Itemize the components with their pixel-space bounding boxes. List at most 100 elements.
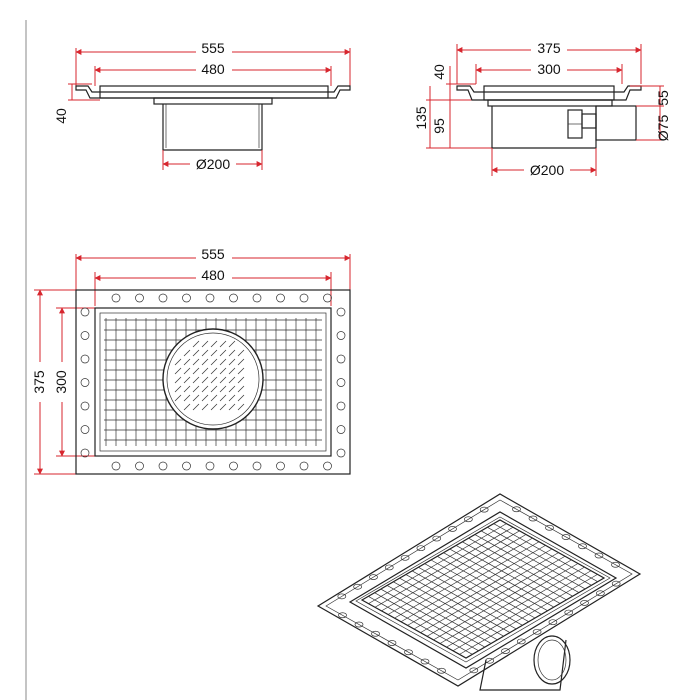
bolt-hole xyxy=(594,552,604,559)
grate-bar xyxy=(426,555,566,637)
bolt-hole xyxy=(299,293,309,303)
side-dim-pipe xyxy=(630,85,664,141)
strainer-slot xyxy=(174,376,182,384)
side-outlet-body xyxy=(491,106,597,149)
bolt-hole xyxy=(501,648,510,654)
grate-bar xyxy=(381,530,520,612)
bolt-hole xyxy=(336,307,346,317)
side-body-height-label: 95 xyxy=(431,118,447,134)
strainer-slot xyxy=(192,367,200,375)
strainer-slot xyxy=(201,403,209,411)
strainer-slot xyxy=(192,403,200,411)
side-view: 375 300 40 135 95 xyxy=(413,40,671,178)
bolt-hole xyxy=(548,619,558,626)
strainer-slot xyxy=(228,403,236,411)
side-outlet-height-label: 55 xyxy=(655,90,671,106)
front-inner-width-label: 480 xyxy=(201,61,225,77)
front-collar xyxy=(153,97,273,105)
strainer-slot xyxy=(237,385,245,393)
strainer-slot xyxy=(192,358,200,366)
strainer-slot xyxy=(183,376,191,384)
strainer-slot xyxy=(210,349,218,357)
bolt-hole xyxy=(252,293,262,303)
strainer-slot xyxy=(183,367,191,375)
strainer-slot xyxy=(183,349,191,357)
bolt-hole xyxy=(111,461,121,471)
bolt-hole xyxy=(80,448,90,458)
bolt-hole xyxy=(80,425,90,434)
bolt-hole xyxy=(369,574,378,580)
bolt-hole xyxy=(336,425,346,434)
strainer-slot xyxy=(210,376,218,384)
grate-bar xyxy=(400,541,540,623)
strainer-slot xyxy=(219,340,227,348)
side-flange-height-label: 40 xyxy=(431,64,447,80)
strainer-slot xyxy=(210,367,218,375)
bolt-hole xyxy=(158,293,168,303)
strainer-slot xyxy=(237,367,245,375)
strainer-slot xyxy=(201,340,209,348)
plan-bolt-holes xyxy=(80,293,346,471)
bolt-hole xyxy=(111,293,121,303)
strainer-slot xyxy=(201,358,209,366)
isometric-view xyxy=(316,493,642,691)
bolt-hole xyxy=(384,564,394,571)
strainer-slot xyxy=(192,376,200,384)
strainer-slot xyxy=(228,349,236,357)
grate-bar xyxy=(374,526,514,608)
bolt-hole xyxy=(596,590,605,597)
bolt-hole xyxy=(276,461,285,471)
strainer-slot xyxy=(174,385,182,393)
strainer-slot xyxy=(192,385,200,393)
strainer-slot xyxy=(219,358,227,366)
grate-bar xyxy=(446,566,585,648)
iso-grate xyxy=(360,519,606,659)
bolt-hole xyxy=(323,461,332,471)
strainer-slot xyxy=(174,358,182,366)
bolt-hole xyxy=(416,545,426,552)
front-flange-outline xyxy=(75,85,351,99)
strainer-slot xyxy=(210,385,218,393)
strainer-slot xyxy=(183,394,191,402)
side-pipe xyxy=(595,105,637,141)
side-inner-width-label: 300 xyxy=(537,61,561,77)
grate-bar xyxy=(368,523,507,604)
strainer-slot xyxy=(219,394,227,402)
iso-bolt-holes xyxy=(337,506,621,674)
side-dim-flange xyxy=(446,66,476,100)
bolt-hole xyxy=(337,593,347,600)
strainer-slot xyxy=(237,376,245,384)
side-grate xyxy=(483,85,615,101)
strainer-slot xyxy=(219,385,227,393)
grate-bar xyxy=(439,563,579,644)
bolt-hole xyxy=(80,378,90,387)
grate-bar xyxy=(433,559,572,641)
strainer-slot xyxy=(201,349,209,357)
bolt-hole xyxy=(564,609,574,616)
plan-frame-inner xyxy=(99,312,327,452)
bolt-hole xyxy=(80,354,90,364)
grate-bar xyxy=(413,548,553,630)
bolt-hole xyxy=(80,401,90,411)
plan-overall-depth-label: 375 xyxy=(31,370,47,394)
bolt-hole xyxy=(336,448,346,458)
side-collar xyxy=(487,99,613,107)
strainer-slot xyxy=(219,367,227,375)
bolt-hole xyxy=(135,293,144,303)
strainer-slot xyxy=(219,403,227,411)
bolt-hole xyxy=(400,554,410,561)
bolt-hole xyxy=(469,667,479,674)
strainer-slot xyxy=(237,349,245,357)
strainer-slot xyxy=(210,403,218,411)
front-flange-height-label: 40 xyxy=(53,108,69,124)
bolt-hole xyxy=(611,580,621,587)
strainer-slot xyxy=(183,385,191,393)
strainer-slot xyxy=(201,376,209,384)
strainer-slot xyxy=(192,340,200,348)
front-view: 555 480 40 Ø200 xyxy=(53,40,351,172)
bolt-hole xyxy=(336,331,346,340)
strainer-slot xyxy=(228,385,236,393)
strainer-slot xyxy=(228,376,236,384)
bolt-hole xyxy=(516,638,526,645)
bolt-hole xyxy=(158,461,168,471)
